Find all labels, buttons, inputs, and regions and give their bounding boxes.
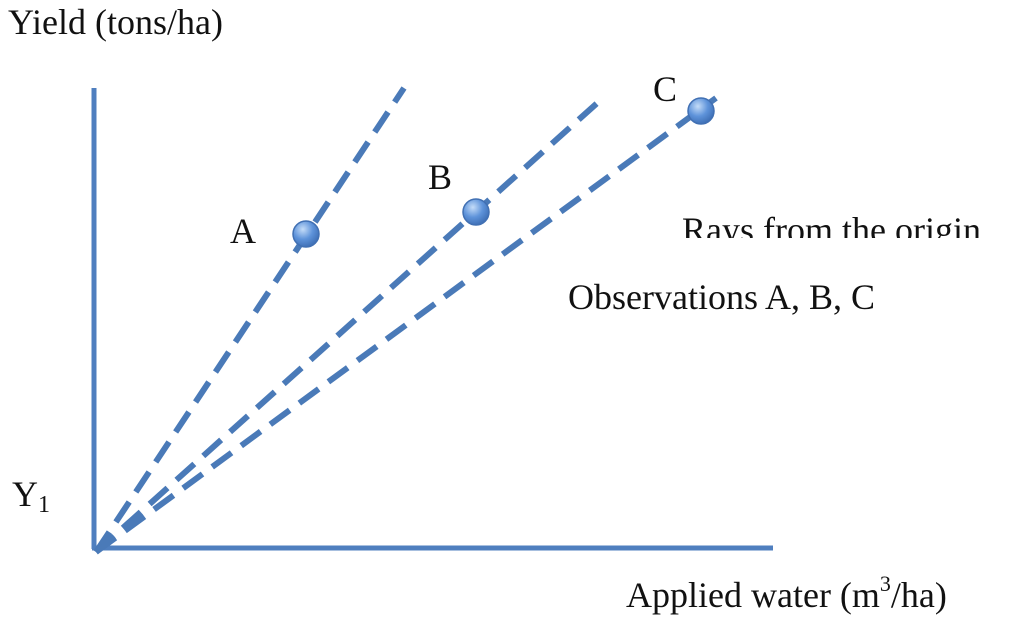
ray-c — [94, 95, 718, 555]
observation-point-c — [687, 97, 715, 125]
y1-marker: Y1 — [12, 476, 50, 517]
observation-label-c: C — [653, 69, 678, 109]
ray-b — [93, 94, 607, 555]
ray-a — [93, 86, 407, 554]
observation-point-b — [462, 198, 490, 226]
x-axis-label-main: Applied water (m — [626, 575, 880, 615]
x-axis-label-superscript: 3 — [879, 571, 891, 596]
y1-marker-subscript: 1 — [38, 492, 50, 518]
x-axis-label-unit: /ha) — [890, 575, 947, 615]
observations-note: Observations A, B, C — [568, 277, 876, 317]
observation-point-a — [292, 220, 320, 248]
x-axis-label: Applied water (m3/ha) — [626, 573, 947, 615]
observation-label-a: A — [230, 211, 256, 251]
y-axis-label: Yield (tons/ha) — [8, 2, 223, 42]
observation-label-b: B — [428, 157, 453, 197]
y1-marker-text: Y — [12, 474, 38, 514]
rays-note: Rays from the origin — [682, 210, 981, 250]
